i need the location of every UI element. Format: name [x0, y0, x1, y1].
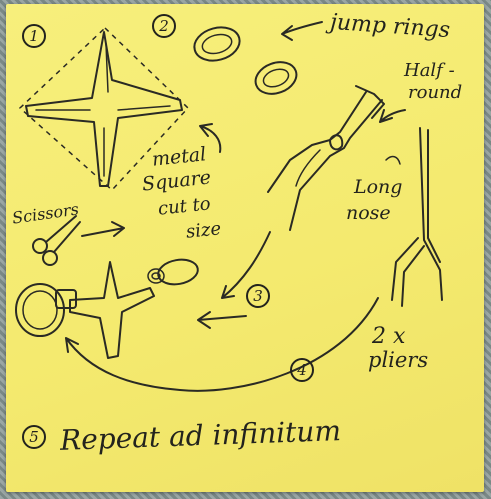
- long-nose-label-line2: nose: [346, 204, 391, 223]
- assembled-cross: [70, 262, 154, 358]
- two-x-label: 2 x: [372, 326, 405, 348]
- jump-ring-1: [191, 23, 244, 66]
- half-round-label-line1: Half -: [404, 62, 455, 80]
- half-round-label-line2: round: [408, 84, 462, 102]
- step-3-number: 3: [246, 284, 270, 308]
- metal-label-line4: size: [185, 220, 222, 242]
- step-4-number: 4: [290, 358, 314, 382]
- jump-ring-2: [251, 57, 301, 100]
- step-5-number: 5: [22, 425, 46, 449]
- curved-arrow: [66, 298, 378, 391]
- pliers-label: pliers: [368, 350, 428, 371]
- step-2-number: 2: [152, 14, 176, 38]
- long-nose-pliers: [420, 128, 442, 300]
- step-1-number: 1: [22, 24, 46, 48]
- long-nose-label-line1: Long: [354, 178, 402, 197]
